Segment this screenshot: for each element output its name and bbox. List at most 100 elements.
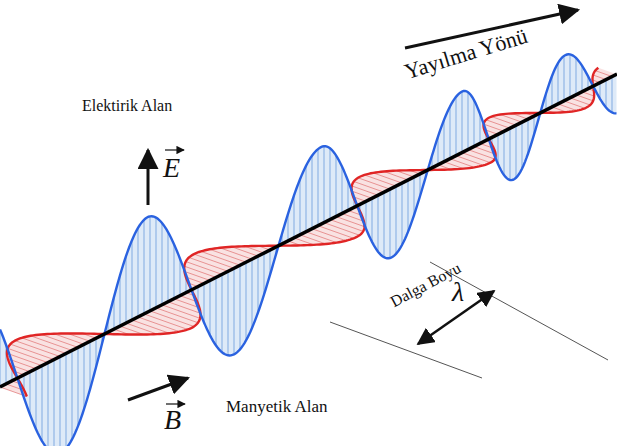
hatch-line: [558, 104, 577, 111]
hatch-line: [384, 192, 385, 257]
hatch-line: [240, 265, 241, 349]
hatch-line: [180, 259, 181, 296]
hatch-line: [246, 262, 247, 340]
hatch-line: [504, 131, 505, 175]
hatch-line: [336, 217, 364, 227]
hatch-line: [324, 223, 360, 236]
propagation-axis: [0, 74, 617, 387]
hatch-line: [0, 329, 1, 387]
hatch-line: [552, 76, 553, 107]
electric-fill: [0, 54, 617, 446]
electric-wave: [0, 54, 617, 446]
field-label: Manyetik Alan: [226, 398, 328, 415]
hatch-line: [402, 183, 403, 245]
hatch-line: [168, 232, 169, 302]
hatch-line: [48, 363, 49, 446]
hatch-line: [352, 186, 378, 195]
hatch-line: [60, 357, 61, 446]
hatch-line: [462, 92, 463, 153]
hatch-line: [570, 54, 571, 97]
hatch-line: [486, 120, 510, 129]
hatch-line: [228, 271, 229, 355]
hatch-line: [220, 248, 252, 259]
hatch-line: [90, 341, 91, 389]
hatch-line: [300, 179, 301, 235]
vector-symbol: B: [164, 406, 181, 434]
hatch-line: [444, 120, 445, 162]
leader-line: [330, 322, 482, 378]
hatch-line: [354, 181, 384, 192]
vector-arrow: [166, 403, 185, 404]
hatch-line: [156, 218, 157, 308]
hatch-line: [54, 360, 55, 446]
hatch-line: [126, 256, 127, 323]
hatch-line: [396, 186, 397, 254]
hatch-line: [595, 71, 612, 77]
hatch-line: [456, 156, 483, 166]
hatch-line: [612, 77, 613, 113]
hatch-line: [606, 80, 607, 108]
hatch-line: [348, 181, 349, 211]
hatch-line: [184, 266, 216, 277]
hatch-line: [234, 268, 235, 354]
hatch-line: [222, 274, 223, 352]
hatch-line: [456, 97, 457, 156]
hatch-line: [216, 277, 217, 345]
vector-symbol: E: [163, 154, 180, 182]
hatch-line: [474, 100, 475, 146]
hatch-line: [576, 58, 577, 95]
field-label: Elektirik Alan: [82, 98, 172, 114]
hatch-line: [150, 216, 151, 311]
hatch-line: [378, 195, 379, 251]
hatch-line: [30, 372, 31, 415]
hatch-line: [66, 354, 67, 446]
hatch-line: [132, 240, 133, 320]
hatch-line: [162, 223, 163, 305]
hatch-line: [414, 177, 415, 215]
hatch-line: [390, 189, 391, 258]
hatch-line: [373, 173, 402, 183]
hatch-line: [576, 95, 593, 101]
hatch-line: [132, 320, 169, 333]
field-arrow: [128, 378, 188, 400]
hatch-line: [306, 166, 307, 232]
hatch-line: [78, 347, 79, 426]
hatch-line: [15, 341, 60, 357]
hatch-line: [204, 284, 205, 323]
hatch-line: [42, 366, 43, 441]
hatch-line: [162, 305, 200, 319]
hatch-line: [41, 334, 78, 347]
hatch-line: [468, 150, 495, 159]
hatch-line: [54, 334, 84, 345]
hatch-line: [294, 195, 295, 237]
hatch-line: [516, 125, 517, 178]
hatch-line: [558, 63, 559, 104]
hatch-line: [336, 155, 337, 216]
hatch-line: [312, 156, 313, 229]
hatch-line: [364, 175, 396, 186]
hatch-line: [528, 119, 529, 154]
hatch-line: [120, 275, 121, 326]
hatch-line: [72, 350, 73, 439]
hatch-line: [318, 226, 354, 239]
hatch-line: [306, 232, 337, 243]
hatch-line: [138, 228, 139, 317]
hatch-line: [330, 148, 331, 219]
hatch-line: [258, 256, 259, 312]
hatch-line: [330, 220, 363, 232]
hatch-line: [264, 253, 265, 295]
hatch-line: [210, 249, 246, 262]
hatch-line: [522, 122, 523, 169]
hatch-line: [480, 114, 481, 144]
hatch-line: [468, 92, 469, 149]
hatch-line: [492, 117, 516, 126]
hatch-line: [384, 171, 408, 180]
hatch-line: [366, 201, 367, 228]
hatch-line: [462, 153, 490, 163]
hatch-line: [450, 159, 474, 168]
hatch-line: [232, 247, 258, 256]
hatch-line: [312, 229, 346, 241]
field-arrow: [147, 150, 150, 205]
